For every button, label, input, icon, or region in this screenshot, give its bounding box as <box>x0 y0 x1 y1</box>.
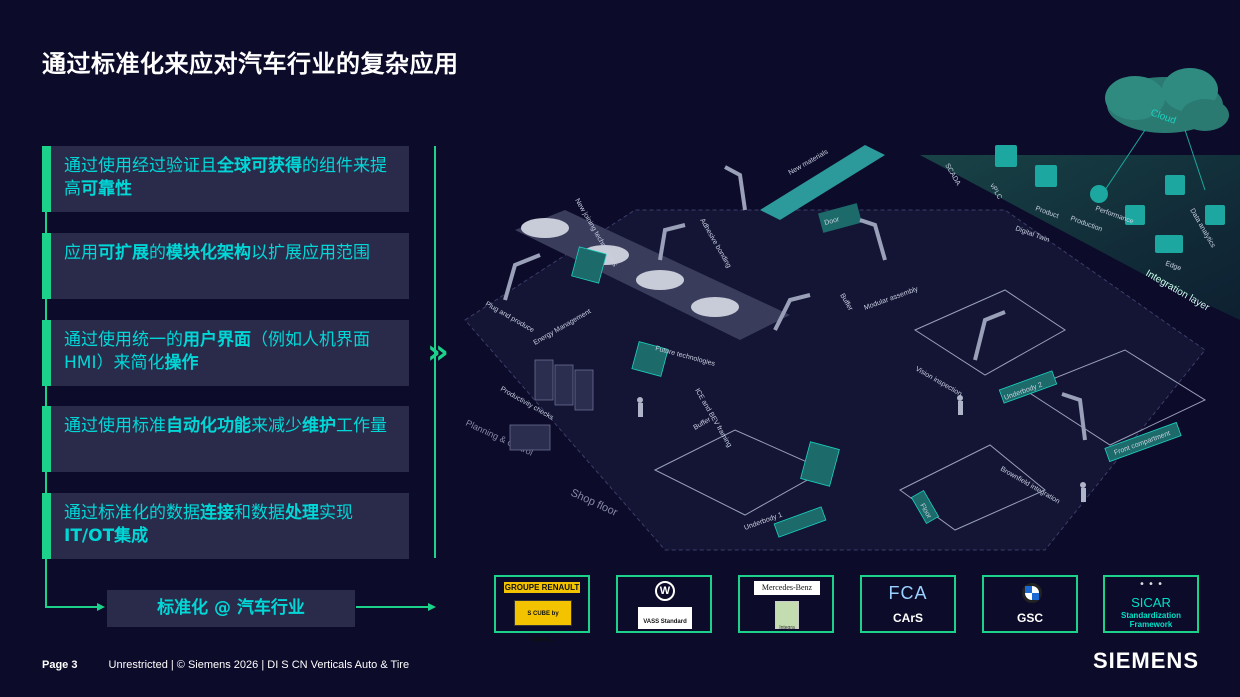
card-highlight-text: 连接 <box>200 503 234 523</box>
double-chevron-icon: » <box>427 332 449 372</box>
benefit-card-itot: 通过标准化的数据连接和数据处理实现 IT/OT集成 <box>42 493 409 559</box>
benefit-card-scalability: 应用可扩展的模块化架构以扩展应用范围 <box>42 233 409 299</box>
vw-icon: W <box>655 581 675 601</box>
sicar-subtitle: Standardization Framework <box>1120 611 1181 629</box>
benefit-card-maintenance: 通过使用标准自动化功能来减少维护工作量 <box>42 406 409 472</box>
door-station <box>818 203 862 233</box>
cloud-icon <box>1105 68 1229 133</box>
benefit-card-operation: 通过使用统一的用户界面（例如人机界面 HMI）来简化操作 <box>42 320 409 386</box>
logo-bmw: GSC <box>982 575 1078 633</box>
card-highlight-text: 处理 <box>285 503 319 523</box>
arrow-head-icon <box>428 603 436 611</box>
sicar-text: SICAR <box>1131 595 1171 610</box>
page-title: 通过标准化来应对汽车行业的复杂应用 <box>42 50 459 78</box>
card-text: 工作量 <box>336 416 387 436</box>
station-signs <box>571 246 1182 538</box>
bottom-connector-line <box>45 606 97 608</box>
footer-text: Unrestricted | © Siemens 2026 | DI S CN … <box>108 659 410 671</box>
card-text: （例如人机界面 HMI）来简化 <box>64 330 370 373</box>
card-text: 以扩展应用范围 <box>251 243 370 263</box>
card-highlight-text: 全球可获得 <box>217 156 302 176</box>
logo-renault: GROUPE RENAULT S CUBE by RENAULT <box>494 575 590 643</box>
card-text: 的 <box>149 243 166 263</box>
card-text: 通过标准化的数据 <box>64 503 200 523</box>
card-highlight-text: 自动化功能 <box>166 416 251 436</box>
scube-logo: S CUBE by RENAULT <box>514 600 572 643</box>
card-highlight-text: 用户界面 <box>183 330 251 350</box>
card-highlight-text: IT/OT集成 <box>64 526 149 546</box>
logo-volkswagen: W VASS Standard <box>616 575 712 633</box>
card-text: 和数据 <box>234 503 285 523</box>
factory-illustration: Cloud Integration layer Shop floor Plann… <box>464 68 1240 551</box>
logo-fca: FCA CArS <box>860 575 956 633</box>
integration-modules <box>995 145 1225 253</box>
robot-arms <box>503 165 1087 441</box>
vass-text: VASS Standard <box>643 619 687 625</box>
card-highlight-text: 可扩展 <box>98 243 149 263</box>
card-highlight-text: 可靠性 <box>81 179 132 199</box>
card-text: 来减少 <box>251 416 302 436</box>
card-highlight-text: 模块化架构 <box>166 243 251 263</box>
shop-floor-label: Shop floor <box>569 487 620 519</box>
control-cabinets <box>509 359 594 451</box>
page-number: Page 3 <box>42 659 78 671</box>
renault-text: GROUPE RENAULT <box>504 583 580 592</box>
card-text: 实现 <box>319 503 353 523</box>
footer: Page 3 Unrestricted | © Siemens 2026 | D… <box>42 659 409 671</box>
bmw-icon <box>1022 583 1042 603</box>
card-text: 通过使用标准 <box>64 416 166 436</box>
fca-text: FCA <box>888 583 928 603</box>
integra-badge: Integra <box>775 601 799 631</box>
arrow-head-icon <box>97 603 105 611</box>
siemens-logo: SIEMENS <box>1092 648 1199 673</box>
mercedes-text: Mercedes-Benz <box>754 581 820 595</box>
workers <box>637 395 1086 502</box>
summary-label: 标准化 @ 汽车行业 <box>107 590 355 627</box>
illustration-label: Door <box>824 216 841 227</box>
vass-badge <box>638 607 692 629</box>
integration-layer-platform <box>920 155 1240 320</box>
benefit-card-reliability: 通过使用经过验证且全球可获得的组件来提高可靠性 <box>42 146 409 212</box>
card-highlight-text: 操作 <box>164 353 199 373</box>
sicar-dots-icon: • • • <box>1138 579 1164 590</box>
material-conveyor <box>760 145 885 220</box>
logo-mercedes: Mercedes-Benz Integra <box>738 575 834 633</box>
card-highlight-text: 维护 <box>302 416 336 436</box>
logo-sicar: • • • SICAR Standardization Framework <box>1103 575 1199 633</box>
card-text: 应用 <box>64 243 98 263</box>
cars-text: CArS <box>892 611 923 625</box>
divider-line <box>434 146 436 558</box>
renault-banner <box>504 582 580 593</box>
card-text: 的组件来提高 <box>64 156 387 199</box>
card-text: 通过使用统一的 <box>64 330 183 350</box>
summary-connector-line <box>356 606 428 608</box>
gsc-text: GSC <box>1016 611 1043 625</box>
card-text: 通过使用经过验证且 <box>64 156 217 176</box>
